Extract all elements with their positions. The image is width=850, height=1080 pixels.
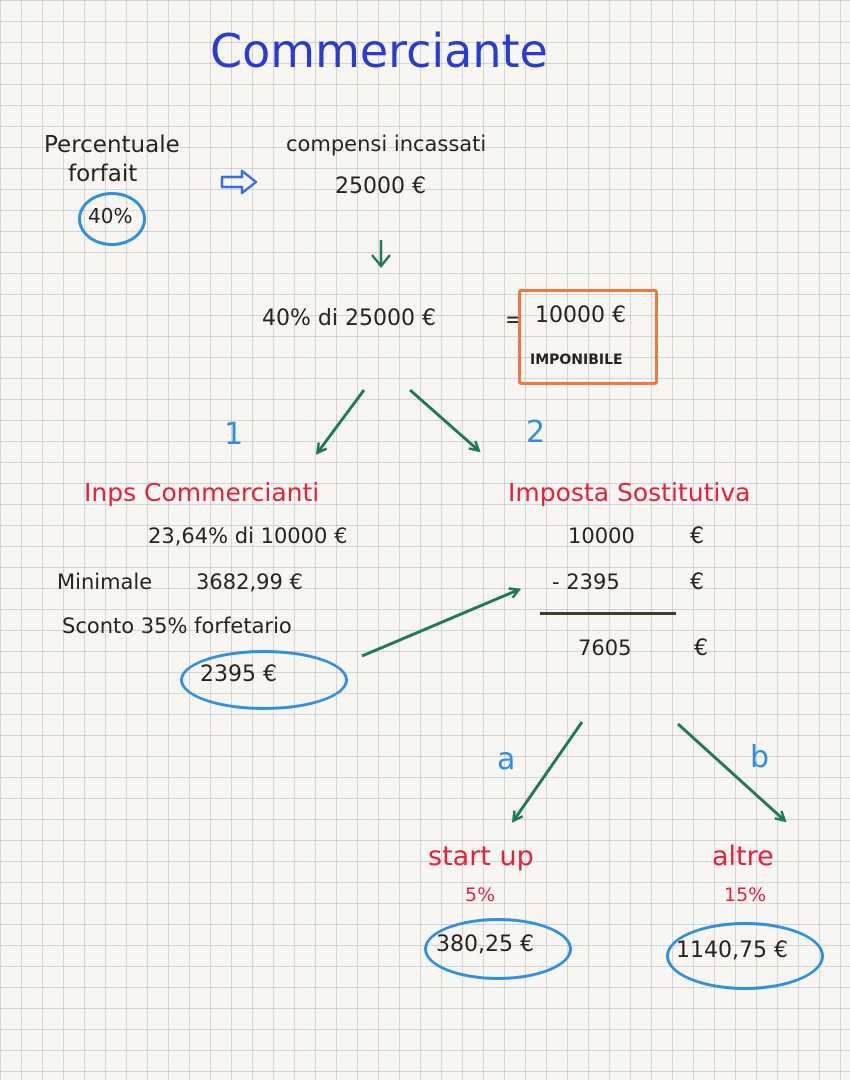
minimale-value: 3682,99 € — [196, 570, 303, 594]
altre-result: 1140,75 € — [676, 938, 788, 963]
arrow-to-inps — [318, 389, 366, 452]
compensi-value: 25000 € — [335, 174, 426, 199]
altre-result-oval — [666, 922, 824, 990]
down-arrow-icon — [371, 240, 391, 268]
imposta-row3-value: 7605 — [578, 636, 632, 660]
startup-result-oval — [424, 918, 572, 980]
inps-result-oval — [180, 650, 348, 710]
arrow-to-imposta — [409, 388, 478, 450]
percentuale-oval — [78, 192, 146, 246]
inps-title: Inps Commercianti — [84, 478, 320, 507]
startup-rate: 5% — [465, 884, 496, 906]
page-title: Commerciante — [210, 24, 548, 78]
branch-1-label: 1 — [224, 417, 244, 452]
branch-b-label: b — [750, 740, 770, 775]
imposta-row2-unit: € — [690, 570, 704, 595]
imponibile-label: IMPONIBILE — [530, 352, 623, 368]
hollow-arrow-icon — [220, 169, 258, 195]
percentuale-label: Percentuale — [44, 132, 180, 158]
sconto-line: Sconto 35% forfetario — [62, 614, 292, 638]
imponibile-box — [518, 289, 658, 385]
branch-2-label: 2 — [526, 415, 546, 450]
subtraction-divider — [540, 612, 676, 615]
arrow-inps-to-imposta — [361, 590, 518, 658]
imposta-row1-value: 10000 — [568, 524, 635, 548]
percentuale-value: 40% — [88, 204, 133, 228]
startup-title: start up — [428, 841, 534, 872]
compensi-label: compensi incassati — [286, 132, 487, 156]
imposta-row1-unit: € — [690, 524, 704, 549]
minimale-label: Minimale — [57, 570, 153, 594]
altre-title: altre — [712, 841, 774, 872]
imposta-row3-unit: € — [694, 636, 708, 661]
arrow-to-startup — [514, 721, 584, 820]
imposta-title: Imposta Sostitutiva — [508, 478, 751, 507]
forfait-label: forfait — [68, 161, 138, 187]
inps-result: 2395 € — [200, 662, 277, 687]
imponibile-value: 10000 € — [535, 303, 626, 328]
calc-left: 40% di 25000 € — [262, 306, 436, 331]
branch-a-label: a — [497, 742, 516, 777]
inps-rate-line: 23,64% di 10000 € — [148, 524, 348, 548]
startup-result: 380,25 € — [436, 932, 534, 957]
imposta-row2-value: - 2395 — [552, 570, 620, 594]
altre-rate: 15% — [724, 884, 767, 906]
